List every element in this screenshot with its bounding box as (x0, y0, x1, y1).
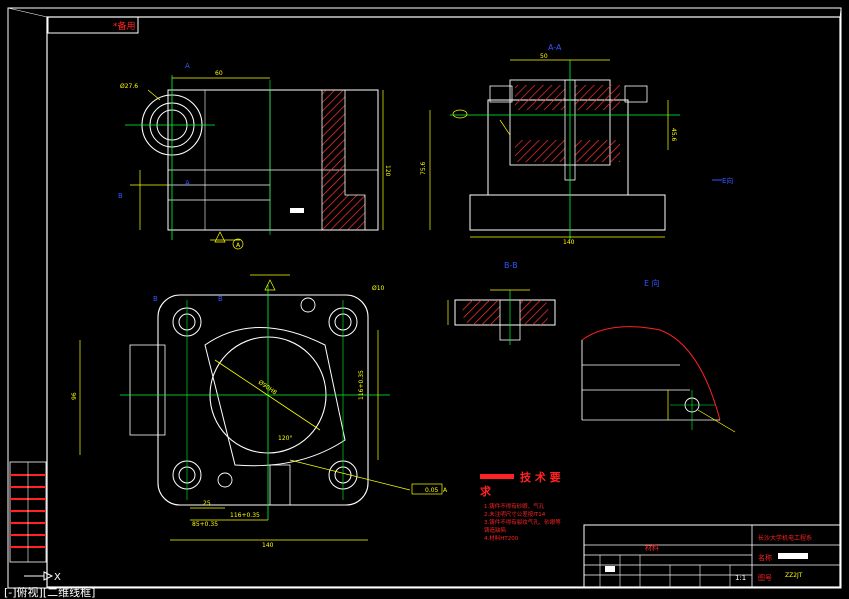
dim-top-hole: Ø10 (372, 285, 385, 292)
dim-aa-right: 45.6 (670, 128, 677, 142)
dim-front-a: A (236, 242, 241, 249)
dim-top-right-height: 116+0.35 (358, 370, 365, 400)
section-bb-view (447, 289, 556, 345)
ucs-icon: X (24, 571, 61, 583)
title-name-label: 名称 (758, 553, 772, 562)
section-mark-a-bottom: A (185, 179, 190, 187)
dim-tol-value: 0.05 (425, 487, 439, 494)
section-bb-title: B-B (504, 261, 518, 270)
top-view (79, 274, 443, 541)
view-e (581, 326, 736, 433)
revision-table (9, 461, 47, 563)
corner-tag-box (47, 16, 139, 34)
front-view (125, 75, 384, 250)
tech-title: 技 术 要 (520, 470, 561, 484)
dim-aa-width: 50 (540, 53, 548, 60)
sheet-inner-border (46, 16, 841, 588)
title-block (583, 524, 841, 588)
title-drawing-no: ZZ2JT (785, 572, 803, 579)
section-aa-title: A-A (548, 43, 562, 52)
view-e-arrow-label: E向 (722, 176, 733, 185)
tech-line-5: 4.材料HT200 (484, 534, 519, 542)
tech-line-4: 铸造缺陷 (484, 526, 506, 534)
dim-top-angle: 120° (278, 435, 292, 442)
viewport-status[interactable]: [-]俯视][二维线框] (4, 587, 96, 599)
tech-title-bar (480, 474, 514, 479)
section-mark-b-top: B (153, 295, 158, 303)
section-mark-b-top2: B (218, 295, 223, 303)
svg-text:X: X (54, 572, 61, 583)
dim-front-height: 120 (384, 165, 391, 177)
border-tick-tl (7, 7, 48, 18)
border-tick-tr (839, 7, 842, 18)
section-aa-view (429, 59, 680, 240)
dim-front-dia: Ø27.6 (120, 83, 138, 90)
dim-aa-height: 75.6 (420, 161, 427, 175)
sheet-outer-border (7, 7, 842, 589)
dim-top-center: Ø90H8 (257, 379, 278, 397)
title-material-label: 材料 (645, 543, 659, 552)
title-school: 长沙大学机电工程系 (758, 534, 812, 542)
dim-tol-ref: A (443, 487, 448, 494)
title-drawing-no-label: 图号 (758, 574, 772, 582)
dim-top-left-height: 96 (71, 392, 78, 400)
corner-tag: *备用 (113, 20, 136, 32)
section-mark-b-left: B (118, 192, 123, 200)
dim-aa-total: 140 (563, 239, 575, 246)
dim-top-width: 140 (262, 542, 274, 549)
view-e-title: E 向 (644, 278, 660, 288)
dim-top-small: 25 (203, 500, 211, 507)
tech-title-2: 求 (480, 484, 492, 498)
title-scale: 1:1 (735, 574, 746, 582)
tech-line-3: 3.铸件不得有裂纹气孔、砂眼等 (484, 518, 561, 526)
dim-top-inner: 116+0.35 (230, 512, 260, 519)
section-mark-a-top: A (185, 62, 190, 70)
tech-line-1: 1.铸件不得有砂眼、气孔 (484, 502, 545, 510)
dim-front-width: 60 (215, 70, 223, 77)
tech-line-2: 2.未注明尺寸公差按IT14 (484, 510, 546, 518)
dim-top-inner2: 85+0.35 (192, 521, 218, 528)
